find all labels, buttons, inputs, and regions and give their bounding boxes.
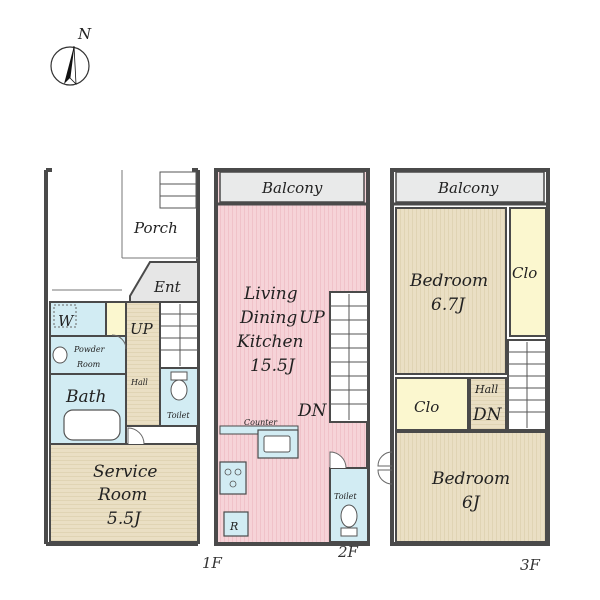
- burner-icon: [229, 480, 237, 488]
- service-label-1: Service: [93, 462, 157, 482]
- floor-1: Porch Ent W UP Powder Room Bath Hall Toi…: [44, 168, 223, 572]
- up-label-1f: UP: [130, 320, 154, 338]
- hall-label-1f: Hall: [130, 378, 148, 387]
- stairs-3f: [507, 339, 547, 431]
- door-swing: [329, 451, 347, 469]
- up-label-2f: UP: [299, 308, 325, 328]
- hall-3f: [469, 377, 507, 431]
- hall-label-3f: Hall: [474, 383, 499, 396]
- dn-label-2f: DN: [297, 401, 328, 421]
- door-swing: [377, 469, 393, 485]
- bedroom1-label-2: 6.7J: [431, 295, 466, 315]
- floor-2: Balcony Living Dining UP Kitchen 15.5J D…: [214, 168, 370, 561]
- toilet-tank-icon: [340, 527, 358, 537]
- ldk-label-1: Living: [243, 284, 298, 304]
- washer-icon: [53, 304, 77, 328]
- porch-steps: [159, 171, 197, 209]
- floor-3: Balcony Bedroom 6.7J Clo Clo Hall DN Bed…: [377, 168, 550, 574]
- porch-label: Porch: [133, 219, 178, 237]
- toilet-label-1f: Toilet: [167, 411, 190, 420]
- balcony-3f: [395, 171, 545, 203]
- door-swing: [127, 427, 145, 445]
- bathtub-icon: [63, 409, 121, 441]
- hall-1f: [125, 301, 161, 427]
- ent-label: Ent: [153, 278, 182, 296]
- north-arrow-icon: [64, 46, 74, 84]
- stairs-1f: [159, 301, 199, 369]
- burner-icon: [224, 468, 232, 476]
- service-room: [49, 443, 199, 543]
- stove-unit: [219, 461, 247, 495]
- bath-label: Bath: [65, 387, 106, 407]
- closet-1: [509, 207, 547, 337]
- sink-icon: [52, 346, 68, 364]
- balcony-label-2f: Balcony: [261, 179, 323, 197]
- bedroom2-label-2: 6J: [462, 493, 481, 513]
- door-swing: [377, 451, 393, 467]
- ldk-label-2: Dining: [239, 308, 297, 328]
- powder-label-1: Powder: [73, 345, 106, 354]
- powder-label-2: Room: [76, 360, 101, 369]
- toilet-tank-icon: [170, 371, 188, 381]
- counter-label: Counter: [244, 418, 278, 427]
- toilet-label-2f: Toilet: [334, 492, 357, 501]
- floor-tag-2f: 2F: [337, 543, 359, 561]
- kitchen-sink-icon: [263, 435, 291, 453]
- compass: N: [50, 25, 92, 86]
- closet-2: [395, 377, 469, 431]
- bedroom-2: [395, 431, 547, 543]
- service-label-3: 5.5J: [107, 509, 142, 529]
- ldk-label-3: Kitchen: [236, 332, 303, 352]
- compass-label: N: [77, 25, 92, 43]
- clo2-label: Clo: [414, 398, 439, 416]
- stairs-2f: [329, 291, 369, 423]
- dn-label-3f: DN: [472, 405, 503, 425]
- burner-icon: [234, 468, 242, 476]
- north-arrow-icon-half: [69, 45, 77, 86]
- bedroom-1: [395, 207, 507, 375]
- balcony-label-3f: Balcony: [437, 179, 499, 197]
- balcony-2f: [219, 171, 365, 203]
- bedroom1-label-1: Bedroom: [409, 271, 488, 291]
- floor-tag-3f: 3F: [520, 556, 541, 574]
- fridge-unit: [223, 511, 249, 537]
- bedroom2-label-1: Bedroom: [431, 469, 510, 489]
- fridge-label: R: [229, 520, 238, 533]
- storage-cell: [105, 301, 127, 337]
- service-label-2: Room: [97, 485, 147, 505]
- toilet-bowl-icon: [170, 379, 188, 401]
- clo1-label: Clo: [512, 264, 537, 282]
- walls-3f: [390, 168, 550, 546]
- ldk-label-4: 15.5J: [250, 356, 296, 376]
- toilet-bowl-icon: [340, 504, 358, 528]
- compass-ring: [50, 46, 90, 86]
- door-swing: [111, 334, 127, 350]
- w-label: W: [58, 312, 75, 330]
- floor-tag-1f: 1F: [202, 554, 223, 572]
